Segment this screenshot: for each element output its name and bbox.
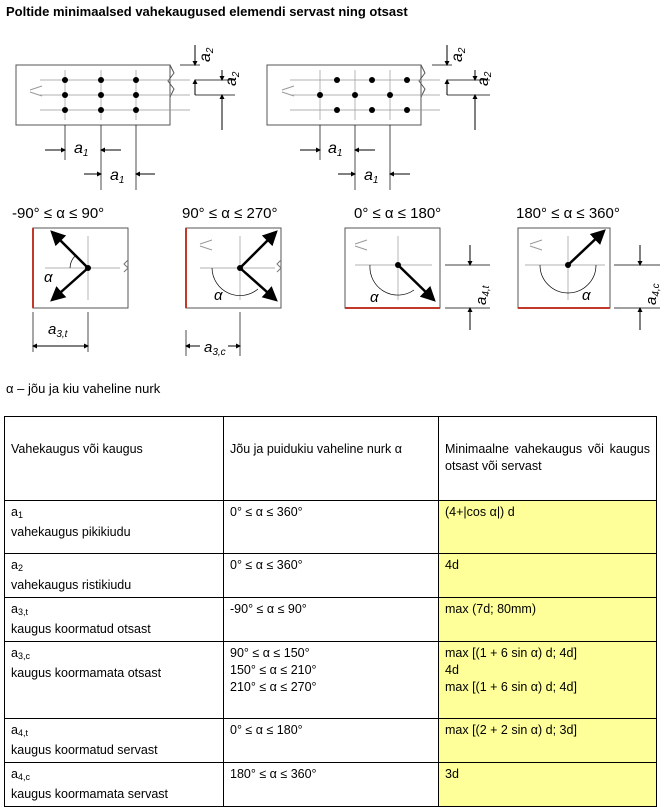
a3t-label: a3,t: [48, 321, 69, 340]
range-caption: 180° ≤ α ≤ 360°: [516, 205, 620, 222]
table-row: a4,t kaugus koormatud servast 0° ≤ α ≤ 1…: [4, 718, 657, 763]
angle-cell: 180° ≤ α ≤ 360°: [223, 762, 439, 807]
angle-diagram-a4t: [344, 227, 490, 330]
page-title: Poltide minimaalsed vahekaugused elemend…: [6, 4, 408, 19]
plate-diagram-staggered: [266, 45, 490, 190]
spacing-cell: a4,c kaugus koormamata servast: [4, 762, 224, 807]
alpha-label: α: [44, 269, 53, 286]
a1-label: a1: [110, 167, 124, 186]
angle-cell: 0° ≤ α ≤ 360°: [223, 500, 439, 554]
angle-cell: 0° ≤ α ≤ 360°: [223, 553, 439, 598]
table-row: a4,c kaugus koormamata servast 180° ≤ α …: [4, 762, 657, 807]
value-cell: 4d: [438, 553, 657, 598]
a3c-label: a3,c: [204, 339, 226, 358]
header-minimum: Minimaalne vahekaugus või kaugus otsast …: [438, 416, 657, 501]
a1-label: a1: [364, 167, 378, 186]
a2-label: a2: [223, 71, 242, 86]
a4t-label: a4,t: [473, 284, 492, 305]
spacing-cell: a1 vahekaugus pikikiudu: [4, 500, 224, 554]
value-cell: max [(2 + 2 sin α) d; 3d]: [438, 718, 657, 763]
alpha-note: α – jõu ja kiu vaheline nurk: [6, 381, 161, 396]
angle-diagram-a3t: [32, 227, 129, 352]
alpha-label: α: [370, 289, 379, 306]
range-caption: -90° ≤ α ≤ 90°: [12, 205, 104, 222]
spacing-cell: a3,c kaugus koormamata otsast: [4, 641, 224, 719]
table-row: a1 vahekaugus pikikiudu 0° ≤ α ≤ 360° (4…: [4, 500, 657, 554]
value-cell: max (7d; 80mm): [438, 597, 657, 642]
angle-diagram-a3c: [185, 227, 282, 356]
spacing-cell: a4,t kaugus koormatud servast: [4, 718, 224, 763]
spacing-cell: a2 vahekaugus ristikiudu: [4, 553, 224, 598]
a2-label: a2: [449, 47, 468, 62]
table-row: a3,t kaugus koormatud otsast -90° ≤ α ≤ …: [4, 597, 657, 642]
a4c-label: a4,c: [643, 283, 662, 305]
alpha-label: α: [214, 287, 223, 304]
range-caption: 0° ≤ α ≤ 180°: [354, 205, 441, 222]
angle-cell: 0° ≤ α ≤ 180°: [223, 718, 439, 763]
value-cell: max [(1 + 6 sin α) d; 4d] 4d max [(1 + 6…: [438, 641, 657, 719]
value-cell: (4+|cos α|) d: [438, 500, 657, 554]
a1-label: a1: [328, 140, 342, 159]
alpha-label: α: [582, 287, 591, 304]
table-row: a3,c kaugus koormamata otsast 90° ≤ α ≤ …: [4, 641, 657, 719]
a2-label: a2: [475, 71, 494, 86]
bolt-spacing-figure: a2 a2 a2 a2 a1 a1 a1 a1 -90° ≤ α ≤ 90° 9…: [12, 45, 662, 358]
header-angle: Jõu ja puidukiu vaheline nurk α: [223, 416, 439, 501]
plate-diagram-aligned: [15, 45, 235, 190]
spacing-table: Vahekaugus või kaugus Jõu ja puidukiu va…: [4, 416, 657, 807]
a1-label: a1: [74, 140, 88, 159]
range-caption: 90° ≤ α ≤ 270°: [182, 205, 278, 222]
header-spacing: Vahekaugus või kaugus: [4, 416, 224, 501]
table-header-row: Vahekaugus või kaugus Jõu ja puidukiu va…: [4, 416, 657, 501]
angle-cell: -90° ≤ α ≤ 90°: [223, 597, 439, 642]
spacing-cell: a3,t kaugus koormatud otsast: [4, 597, 224, 642]
value-cell: 3d: [438, 762, 657, 807]
table-row: a2 vahekaugus ristikiudu 0° ≤ α ≤ 360° 4…: [4, 553, 657, 598]
a2-label: a2: [197, 47, 216, 62]
angle-diagram-a4c: [517, 227, 660, 330]
angle-cell: 90° ≤ α ≤ 150° 150° ≤ α ≤ 210° 210° ≤ α …: [223, 641, 439, 719]
